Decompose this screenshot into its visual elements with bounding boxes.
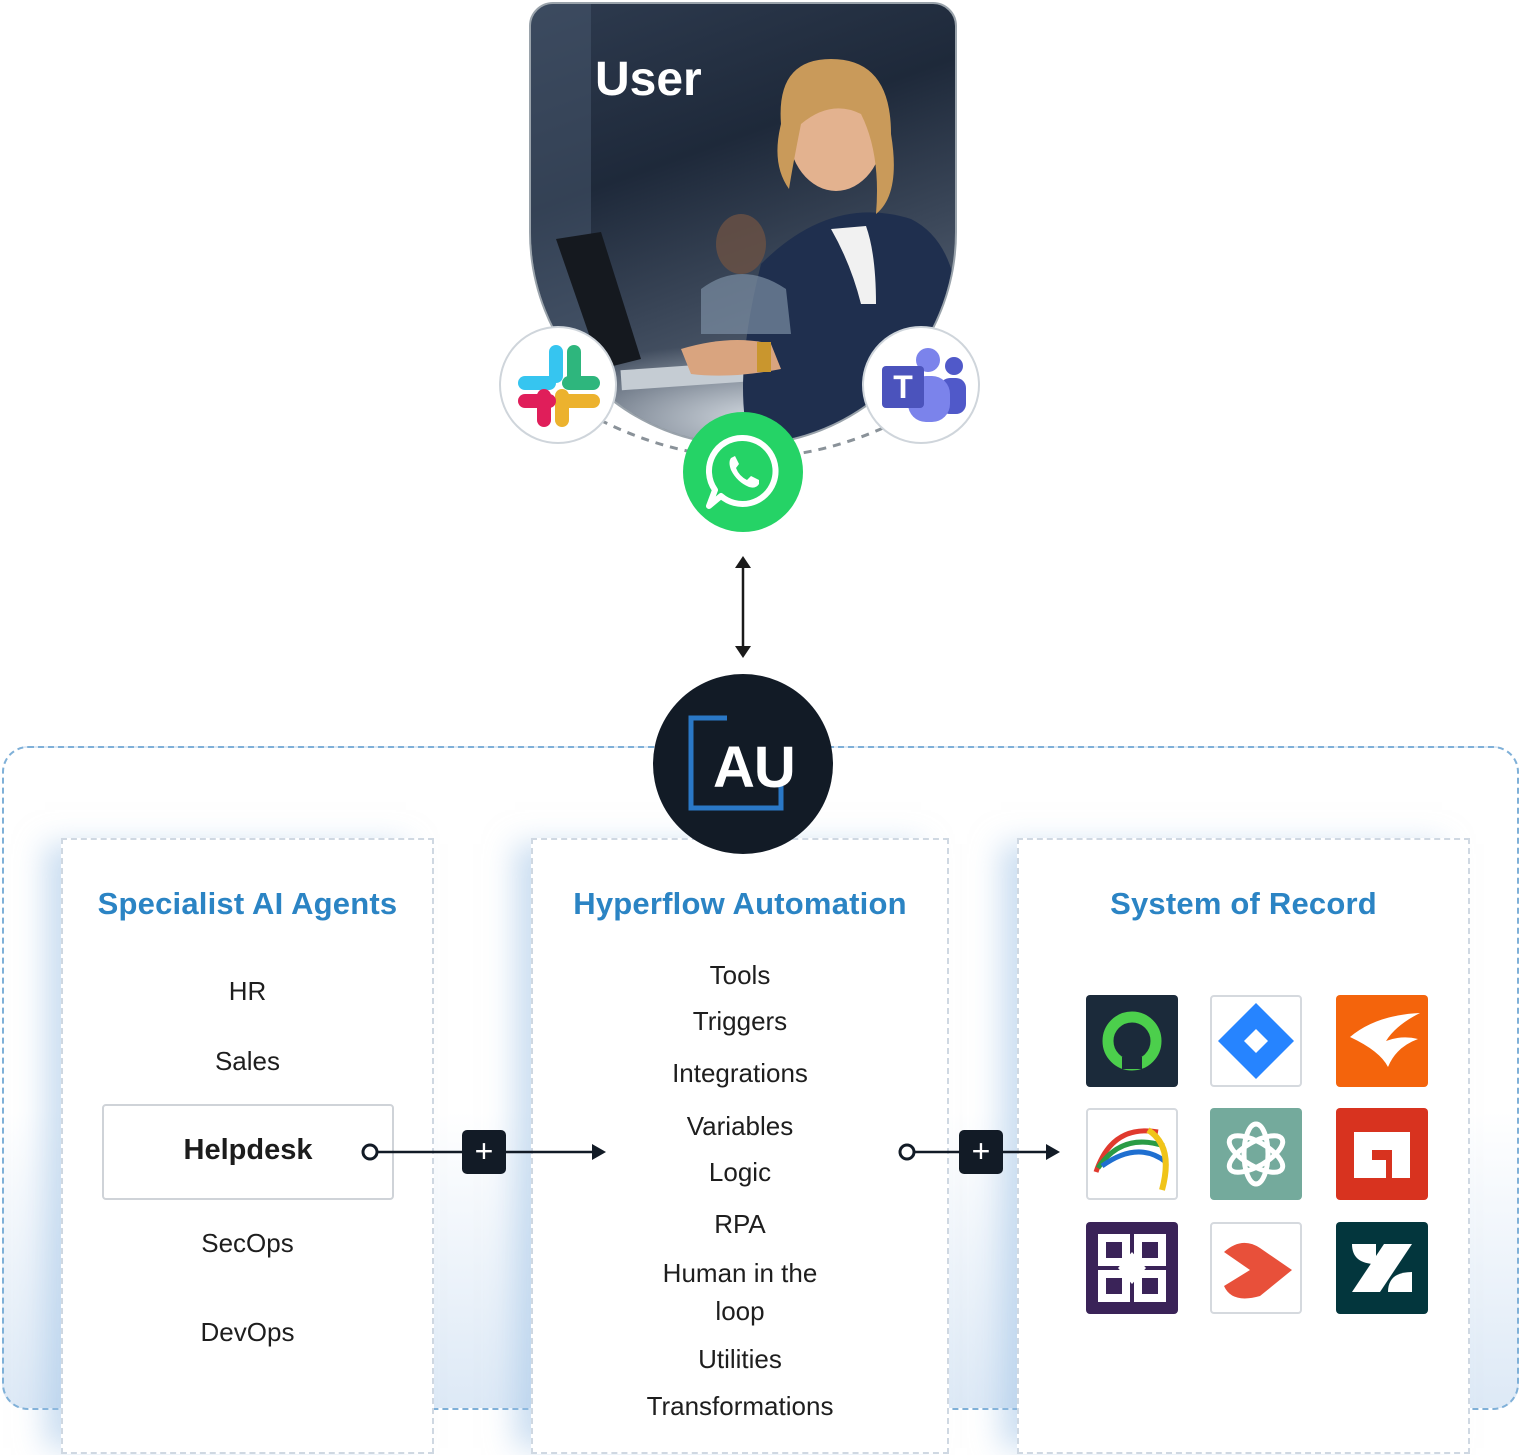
jira-logo-icon xyxy=(1218,1003,1294,1079)
au-logo-text: AU xyxy=(713,735,796,800)
zendesk-logo-icon xyxy=(1352,1244,1412,1292)
hyperflow-tools: Tools xyxy=(709,960,771,990)
freshworks-logo-tile[interactable] xyxy=(1210,1222,1302,1314)
records-title: System of Record xyxy=(1110,886,1377,921)
add-step-button-2[interactable]: + xyxy=(959,1130,1003,1174)
square-logo-tile[interactable] xyxy=(1336,1108,1428,1200)
hyperflow-integrations: Integrations xyxy=(672,1058,808,1088)
arc-logo-icon xyxy=(1093,1127,1169,1191)
ring-logo-tile[interactable] xyxy=(1086,995,1178,1087)
openai-logo-icon xyxy=(1226,1121,1286,1187)
freshworks-logo-icon xyxy=(1224,1242,1292,1299)
hyperflow-triggers: Triggers xyxy=(692,1006,788,1036)
solarwinds-logo-tile[interactable] xyxy=(1336,995,1428,1087)
teams-badge[interactable]: T xyxy=(862,326,980,444)
agent-devops[interactable]: DevOps xyxy=(200,1317,295,1347)
arc-logo-tile[interactable] xyxy=(1086,1108,1178,1200)
agents-title: Specialist AI Agents xyxy=(97,886,398,921)
openai-logo-tile[interactable] xyxy=(1210,1108,1302,1200)
user-hub-arrow xyxy=(735,556,751,658)
hyperflow-utilities: Utilities xyxy=(698,1344,782,1374)
jira-logo-tile[interactable] xyxy=(1210,995,1302,1087)
agent-helpdesk[interactable]: Helpdesk xyxy=(102,1104,394,1200)
agent-helpdesk-label: Helpdesk xyxy=(183,1134,313,1166)
cross-logo-tile[interactable] xyxy=(1086,1222,1178,1314)
agent-hr[interactable]: HR xyxy=(228,976,267,1006)
agent-sales[interactable]: Sales xyxy=(214,1046,281,1076)
square-logo-icon xyxy=(1354,1132,1410,1178)
whatsapp-icon xyxy=(706,434,779,509)
user-label: User xyxy=(595,53,702,106)
hyperflow-variables: Variables xyxy=(686,1111,794,1141)
solarwinds-logo-icon xyxy=(1350,1013,1420,1067)
hyperflow-transformations: Transformations xyxy=(646,1391,834,1421)
ring-logo-icon xyxy=(1102,1011,1162,1071)
hyperflow-title: Hyperflow Automation xyxy=(573,886,907,921)
agent-secops[interactable]: SecOps xyxy=(201,1228,294,1258)
hyperflow-logic: Logic xyxy=(708,1157,772,1187)
slack-badge[interactable] xyxy=(499,326,617,444)
au-logo-icon xyxy=(688,715,784,811)
whatsapp-badge[interactable] xyxy=(683,412,803,532)
svg-text:T: T xyxy=(893,369,913,405)
teams-icon: T xyxy=(882,348,966,422)
slack-icon xyxy=(518,345,600,427)
hyperflow-rpa: RPA xyxy=(714,1209,766,1239)
au-hub: AU xyxy=(653,674,833,854)
add-step-button-1[interactable]: + xyxy=(462,1130,506,1174)
hyperflow-panel: Hyperflow Automation Tools Triggers Inte… xyxy=(531,838,949,1454)
cross-logo-icon xyxy=(1098,1234,1166,1302)
hyperflow-human-in-the-loop: Human in the loop xyxy=(662,1258,818,1326)
zendesk-logo-tile[interactable] xyxy=(1336,1222,1428,1314)
